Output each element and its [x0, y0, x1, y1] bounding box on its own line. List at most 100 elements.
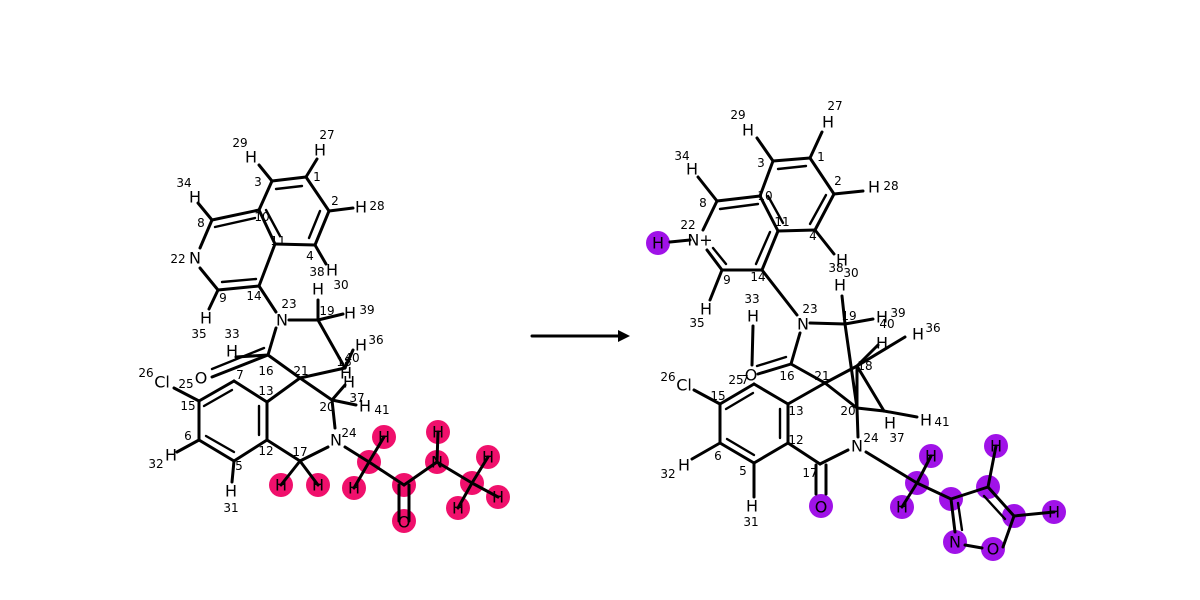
atom-index: 32: [148, 457, 163, 471]
atom-index: 35: [191, 327, 206, 341]
atom-label-h: H: [492, 488, 504, 507]
atom-index: 18: [336, 355, 351, 369]
atom-index: 39: [890, 306, 905, 320]
atom-label-n: N: [276, 311, 288, 330]
product-atom-indices: 29 27 34 3 1 8 10 2 28 22 11 4 38 30 9 1…: [660, 99, 949, 529]
atom-index: 4: [306, 249, 314, 263]
atom-label-h: H: [652, 234, 664, 253]
atom-label-o: O: [815, 498, 828, 517]
atom-index: 12: [788, 433, 803, 447]
atom-index: 31: [743, 515, 758, 529]
atom-label-h: H: [326, 261, 338, 280]
atom-index: 15: [180, 399, 195, 413]
atom-label-h: H: [359, 397, 371, 416]
atom-index: 10: [254, 210, 269, 224]
atom-label-h: H: [912, 325, 924, 344]
atom-index: 23: [281, 297, 296, 311]
atom-label-o: O: [398, 513, 411, 532]
atom-index: 27: [319, 128, 334, 142]
atom-index: 13: [258, 384, 273, 398]
atom-label-h: H: [925, 447, 937, 466]
atom-index: 6: [714, 449, 722, 463]
atom-index: 36: [368, 333, 383, 347]
reactant-atom-labels: N N N O Cl O N H H H H H H H H H H H H H…: [154, 141, 504, 532]
atom-label-h: H: [312, 280, 324, 299]
atom-index: 38: [309, 265, 324, 279]
atom-label-h: H: [482, 448, 494, 467]
atom-label-h: H: [355, 336, 367, 355]
atom-index: 9: [219, 291, 227, 305]
atom-label-h: H: [822, 113, 834, 132]
atom-label-h: H: [747, 307, 759, 326]
atom-index: 12: [258, 444, 273, 458]
atom-label-n: N: [949, 533, 961, 552]
atom-index: 26: [660, 370, 675, 384]
atom-index: 19: [841, 309, 856, 323]
atom-label-h: H: [245, 148, 257, 167]
atom-index: 31: [223, 501, 238, 515]
atom-label-h: H: [876, 334, 888, 353]
atom-index: 25: [728, 373, 743, 387]
atom-label-n: N: [189, 249, 201, 268]
atom-label-h: H: [876, 308, 888, 327]
atom-label-o: O: [745, 366, 758, 385]
atom-index: 16: [779, 369, 794, 383]
atom-index: 26: [138, 366, 153, 380]
atom-index: 8: [699, 196, 707, 210]
atom-label-h: H: [378, 428, 390, 447]
atom-index: 4: [809, 229, 817, 243]
atom-label-h: H: [868, 178, 880, 197]
atom-index: 40: [879, 317, 894, 331]
atom-label-h: H: [834, 276, 846, 295]
atom-label-cl: Cl: [676, 376, 692, 395]
atom-label-h: H: [884, 414, 896, 433]
atom-index: 5: [235, 459, 243, 473]
reaction-arrow: [530, 330, 630, 342]
atom-index: 39: [359, 303, 374, 317]
atom-label-n: N: [330, 431, 342, 450]
atom-label-h: H: [686, 160, 698, 179]
atom-index: 30: [843, 266, 858, 280]
atom-index: 3: [254, 175, 262, 189]
atom-label-h: H: [348, 479, 360, 498]
atom-index: 16: [258, 364, 273, 378]
highlight-atom: [809, 494, 833, 518]
atom-index: 29: [730, 108, 745, 122]
atom-label-h: H: [165, 446, 177, 465]
atom-index: 37: [349, 391, 364, 405]
atom-index: 3: [757, 156, 765, 170]
atom-index: 34: [674, 149, 689, 163]
atom-index: 7: [741, 373, 749, 387]
atom-label-h: H: [344, 304, 356, 323]
reactant-bonds: [172, 157, 500, 523]
atom-index: 27: [827, 99, 842, 113]
atom-label-h: H: [678, 456, 690, 475]
reactant-atom-indices: 29 27 34 3 1 8 10 2 28 22 11 4 38 30 9 1…: [138, 128, 389, 515]
atom-index: 18: [857, 359, 872, 373]
atom-label-h: H: [340, 364, 352, 383]
highlight-atom: [981, 537, 1005, 561]
product-bonds: [668, 130, 1056, 550]
atom-index: 30: [333, 278, 348, 292]
atom-label-n: N: [797, 315, 809, 334]
highlight-atom: [943, 530, 967, 554]
atom-index: 36: [925, 321, 940, 335]
atom-index: 15: [710, 389, 725, 403]
atom-label-h: H: [700, 300, 712, 319]
atom-index: 21: [293, 364, 308, 378]
atom-label-h: H: [920, 411, 932, 430]
atom-index: 11: [270, 234, 285, 248]
atom-label-h: H: [742, 121, 754, 140]
product-molecule: N+ N N O Cl O N O H H H H H H H H H H H …: [646, 99, 1066, 561]
highlight-atom: [646, 231, 670, 255]
atom-index: 37: [889, 431, 904, 445]
atom-index: 14: [246, 289, 261, 303]
atom-index: 14: [750, 270, 765, 284]
atom-index: 35: [689, 316, 704, 330]
atom-label-h: H: [1048, 503, 1060, 522]
atom-label-cl: Cl: [154, 373, 170, 392]
atom-index: 2: [331, 194, 339, 208]
atom-index: 25: [178, 377, 193, 391]
atom-index: 1: [313, 170, 321, 184]
